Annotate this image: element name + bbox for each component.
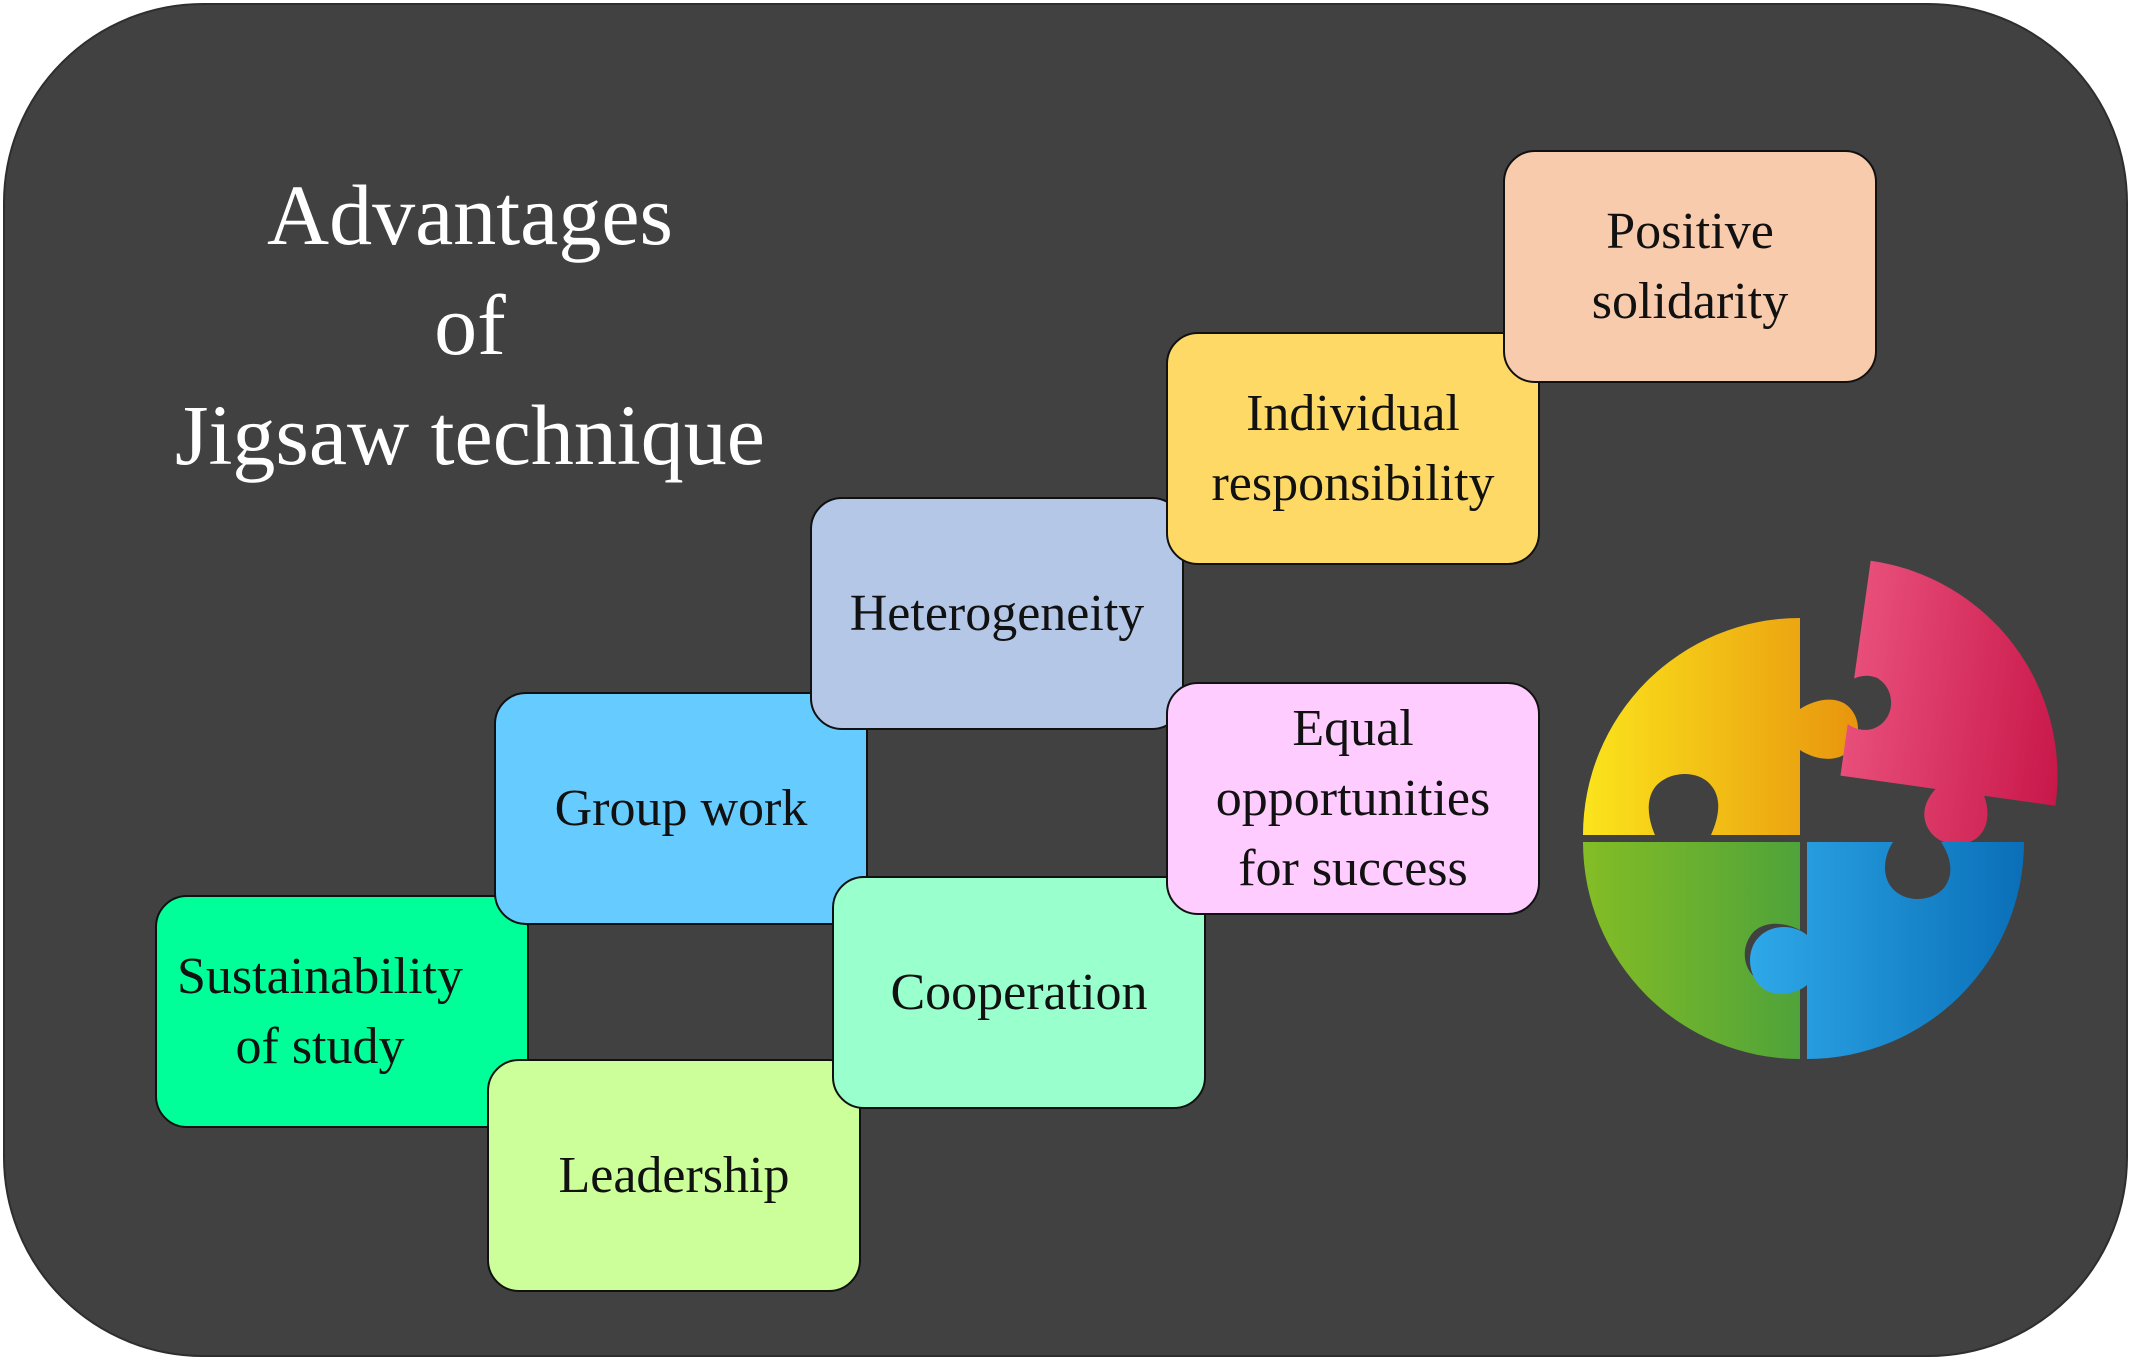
jigsaw-puzzle-icon — [1583, 560, 2058, 1059]
box-positive-line-2: solidarity — [1591, 272, 1789, 330]
box-sustainability-line-1: Sustainability — [177, 947, 463, 1005]
puzzle-piece-yellow — [1583, 618, 1858, 835]
box-equal-line-3: for success — [1238, 839, 1468, 897]
box-leadership-label: Leadership — [558, 1146, 790, 1204]
box-individual-line-1: Individual — [1246, 384, 1460, 442]
box-equal-line-2: opportunities — [1215, 769, 1491, 827]
title-line-1: Advantages — [267, 167, 673, 263]
box-group-work-label: Group work — [554, 779, 808, 837]
puzzle-piece-blue — [1750, 842, 2024, 1059]
box-heterogeneity: Heterogeneity — [810, 497, 1184, 730]
box-cooperation: Cooperation — [832, 876, 1206, 1109]
title-line-2: of — [434, 277, 506, 373]
box-sustainability-line-2: of study — [235, 1017, 405, 1075]
box-equal-line-1: Equal — [1292, 699, 1414, 757]
box-individual-responsibility: Individual responsibility — [1166, 332, 1540, 565]
title-line-3: Jigsaw technique — [175, 387, 765, 483]
puzzle-piece-green — [1583, 842, 1800, 1059]
box-leadership: Leadership — [487, 1059, 861, 1292]
diagram-title: Advantages of Jigsaw technique — [120, 160, 820, 490]
box-group-work: Group work — [494, 692, 868, 925]
box-positive-line-1: Positive — [1606, 202, 1774, 260]
box-individual-line-2: responsibility — [1211, 454, 1495, 512]
box-positive-solidarity: Positive solidarity — [1503, 150, 1877, 383]
box-sustainability-of-study: Sustainability of study — [155, 895, 529, 1128]
box-equal-opportunities: Equal opportunities for success — [1166, 682, 1540, 915]
box-heterogeneity-label: Heterogeneity — [849, 584, 1145, 642]
box-cooperation-label: Cooperation — [890, 963, 1148, 1021]
puzzle-piece-pink — [1840, 560, 2058, 845]
